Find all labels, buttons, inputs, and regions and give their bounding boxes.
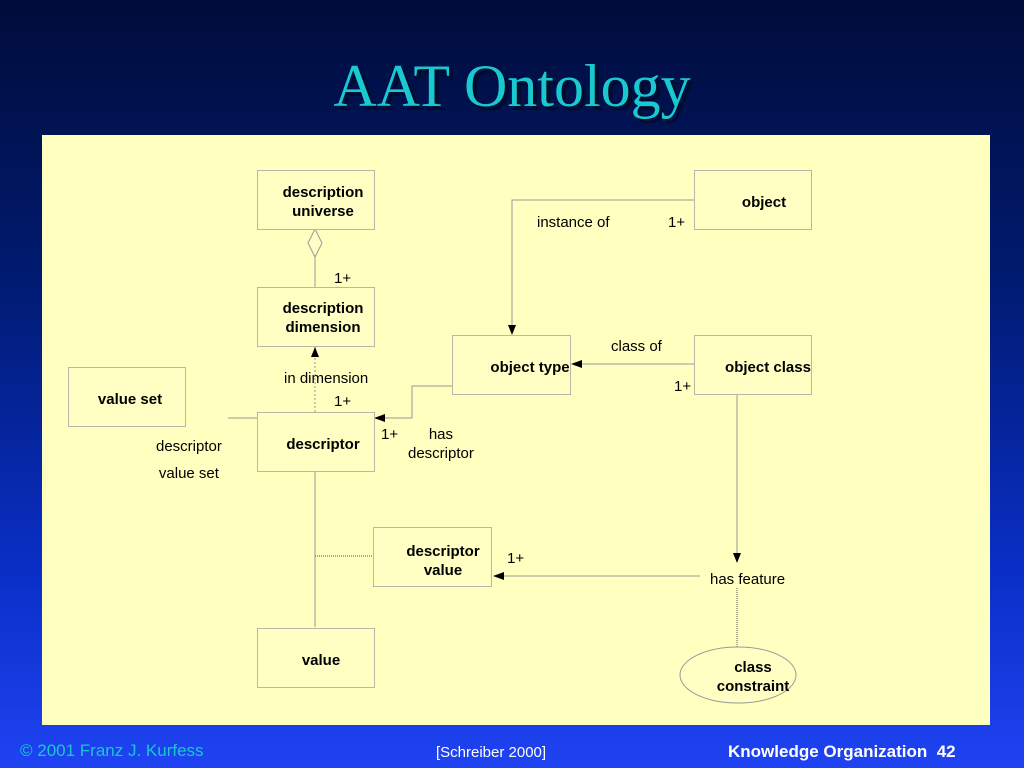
in-dimension-label: in dimension bbox=[284, 370, 369, 387]
value-label: value bbox=[301, 652, 341, 669]
has-descriptor-line bbox=[377, 385, 452, 419]
description-universe-label: description universe bbox=[282, 184, 364, 220]
footer-citation: [Schreiber 2000] bbox=[436, 744, 547, 761]
descriptor-box: descriptor bbox=[257, 412, 375, 472]
instance-of-multiplicity: 1+ bbox=[668, 214, 686, 231]
instance-of-label: instance of bbox=[537, 214, 610, 231]
object-class-box: object class bbox=[694, 335, 812, 395]
descriptor-value-label: descriptor value bbox=[406, 543, 480, 579]
class-of-multiplicity: 1+ bbox=[674, 378, 692, 395]
footer-copyright: © 2001 Franz J. Kurfess bbox=[20, 741, 204, 760]
has-descriptor-multiplicity: 1+ bbox=[381, 426, 399, 443]
description-dimension-label: description dimension bbox=[282, 300, 364, 336]
value-set-label: value set bbox=[97, 391, 163, 408]
descriptor-value-multiplicity: 1+ bbox=[507, 550, 525, 567]
descriptor-value-box: descriptor value bbox=[373, 527, 492, 587]
has-descriptor-arrowhead bbox=[374, 414, 385, 422]
instance-of-line bbox=[511, 199, 694, 333]
in-dimension-arrowhead bbox=[311, 347, 319, 357]
class-constraint-label: class constraint bbox=[716, 659, 790, 695]
object-type-box: object type bbox=[452, 335, 571, 395]
diagram-canvas: description universe description dimensi… bbox=[42, 135, 990, 725]
diagram-connectors bbox=[228, 199, 741, 648]
class-of-label: class of bbox=[611, 338, 662, 355]
value-set-box: value set bbox=[68, 367, 186, 427]
descriptor-value-set-label: descriptor value set bbox=[156, 438, 222, 482]
universe-multiplicity: 1+ bbox=[334, 270, 352, 287]
value-box: value bbox=[257, 628, 375, 688]
descriptor-label: descriptor bbox=[286, 436, 360, 453]
description-dimension-box: description dimension bbox=[257, 287, 375, 347]
object-class-label: object class bbox=[725, 359, 811, 376]
object-type-label: object type bbox=[490, 359, 570, 376]
class-of-arrowhead bbox=[571, 360, 582, 368]
has-feature-value-arrowhead bbox=[493, 572, 504, 580]
aggregation-diamond bbox=[307, 227, 323, 259]
has-feature-arrowhead bbox=[733, 553, 741, 563]
object-box: object bbox=[694, 170, 812, 230]
description-universe-box: description universe bbox=[257, 170, 375, 230]
has-descriptor-label: has descriptor bbox=[408, 426, 474, 462]
has-feature-label: has feature bbox=[710, 571, 786, 588]
footer-course-page: Knowledge Organization 42 bbox=[728, 742, 956, 761]
class-constraint-ellipse bbox=[679, 646, 797, 704]
object-label: object bbox=[741, 194, 787, 211]
in-dimension-multiplicity: 1+ bbox=[334, 393, 352, 410]
instance-of-arrowhead bbox=[508, 325, 516, 335]
slide-title: AAT Ontology bbox=[333, 53, 691, 119]
